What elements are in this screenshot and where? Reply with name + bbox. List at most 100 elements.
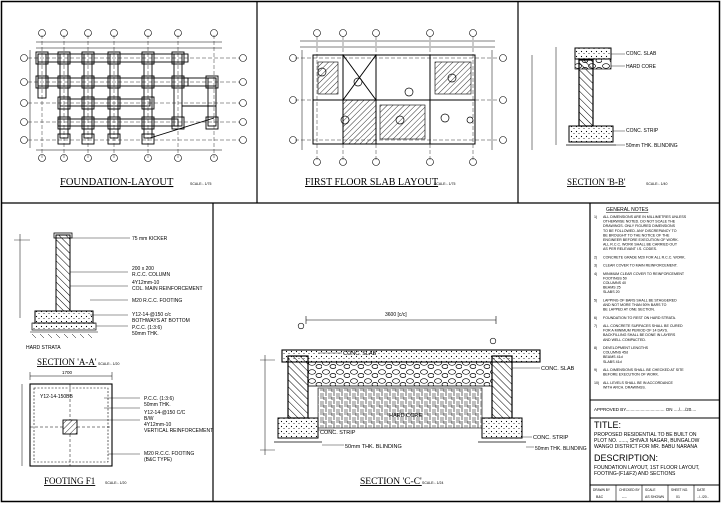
note-number: 2) — [594, 255, 597, 259]
description-line-2: FOOTING-(F1&F2) AND SECTIONS — [594, 471, 676, 477]
grid-lines — [28, 35, 240, 158]
section-aa-drawing — [14, 232, 130, 339]
aa-footing-label: M20 R.C.C. FOOTING — [132, 298, 182, 304]
aa-pcc-label: P.C.C. (1:3:6) — [132, 325, 162, 331]
date-label: DATE — [697, 488, 705, 492]
slab-outline — [312, 54, 476, 145]
footing-pads — [35, 51, 219, 145]
cc-blinding-label: 50mm THK. BLINDING — [345, 444, 402, 450]
f1-bothways-label: B/W — [144, 416, 154, 422]
note-line: OTHERWISE NOTED. DO NOT SCALE THE — [603, 220, 676, 224]
f1-width-dim: 1700 — [62, 370, 73, 375]
aa-hard-strata-label: HARD STRATA — [26, 345, 61, 351]
title-line-1: PROPOSED RESIDENTIAL TO BE BUILT ON — [594, 432, 697, 438]
note-line: ALL DIMENSIONS ARE IN MILLIMETRES UNLESS — [603, 215, 687, 219]
aa-kicker-label: 75 mm KICKER — [132, 236, 168, 242]
note-line: TO BE FOLLOWED. ANY DISCREPANCY TO — [603, 229, 677, 233]
f1-vertical-label: VERTICAL REINFORCEMENT — [144, 428, 213, 434]
scale-value: AS SHOWN — [645, 495, 665, 499]
cc-hard-core-label: HARD CORE — [389, 413, 422, 419]
date-value: ../../20.. — [697, 495, 709, 499]
note-line: AS PER RELEVANT I.S. CODES. — [603, 247, 657, 251]
notes-heading: GENERAL NOTES — [606, 207, 649, 213]
bb-blinding-label: 50mm THK. BLINDING — [626, 143, 678, 149]
f1-type-label: (B&C TYPE) — [144, 457, 172, 463]
drawn-by-value: B&C — [596, 495, 604, 499]
cc-conc-strip-label: CONC. STRIP — [320, 430, 356, 436]
aa-pcc-thk-label: 50mm THK. — [132, 331, 159, 337]
section-cc-scale: SCALE:- 1/24 — [422, 481, 443, 485]
note-line: BEFORE EXECUTION OF WORK. — [603, 373, 659, 377]
sheet-no-label: SHEET NO. — [671, 488, 688, 492]
note-number: 5) — [594, 298, 597, 302]
slab-layout-title: FIRST FLOOR SLAB LAYOUT — [305, 177, 438, 188]
note-line: BEAMS 41d — [603, 355, 623, 359]
note-number: 1) — [594, 215, 597, 219]
general-notes-list: 1) ALL DIMENSIONS ARE IN MILLIMETRES UNLE… — [594, 215, 687, 389]
grid-bubbles — [20, 29, 247, 162]
note-number: 6) — [594, 316, 597, 320]
f1-bars-label: Y12-14-@150 C/C — [144, 410, 186, 416]
description-heading: DESCRIPTION: — [594, 453, 658, 463]
note-line: CONCRETE GRADE M20 FOR ALL R.C.C. WORK. — [603, 255, 686, 259]
footing-f1-scale: SCALE:- 1/20 — [105, 481, 126, 485]
cc-span-dim: 3600 [c/c] — [385, 312, 407, 318]
cc-conc-slab-label: CONC. SLAB — [343, 351, 377, 357]
note-number: 4) — [594, 272, 597, 276]
section-bb-scale: SCALE:- 1/40 — [646, 182, 667, 186]
f1-col-bars-label: 4Y12mm-10 — [144, 422, 171, 428]
note-number: 10) — [594, 381, 599, 385]
drawn-by-label: DRAWN BY — [593, 488, 611, 492]
aa-column-bars: 4Y12mm-10 — [132, 280, 159, 286]
f1-footing-label: M20 R.C.C. FOOTING — [144, 451, 194, 457]
aa-bars-label: Y12-14-@150 c/c — [132, 312, 171, 318]
aa-column-label: R.C.C. COLUMN — [132, 272, 170, 278]
note-line: WITH ARCH. DRAWINGS. — [603, 385, 646, 389]
note-number: 8) — [594, 346, 597, 350]
aa-column-reinf: COL. MAIN REINFORCEMENT — [132, 286, 203, 292]
note-line: CLEAR COVER TO MAIN REINFORCEMENT. — [603, 264, 678, 268]
note-line: ALL LEVELS SHALL BE IN ACCORDANCE — [603, 381, 673, 385]
checked-by-label: CHECKED BY — [619, 488, 641, 492]
note-line: AND WELL COMPACTED. — [603, 338, 646, 342]
slab-rebar-symbols — [317, 67, 474, 125]
note-line: LAPPING OF BARS SHALL BE STAGGERED — [603, 298, 677, 302]
cc-conc-slab-right-label: CONC. SLAB — [541, 366, 575, 372]
bb-conc-strip-label: CONC. STRIP — [626, 128, 659, 134]
note-line: ALL CONCRETE SURFACES SHALL BE CURED — [603, 324, 683, 328]
foundation-layout-title: FOUNDATION-LAYOUT — [60, 177, 174, 188]
section-bb-drawing — [531, 47, 625, 150]
note-line: BACKFILLING SHALL BE DONE IN LAYERS — [603, 333, 676, 337]
description-line-1: FOUNDATION LAYOUT, 1ST FLOOR LAYOUT, — [594, 465, 699, 471]
note-line: FOOTINGS 50 — [603, 276, 627, 280]
f1-pcc-label: P.C.C. (1:3:6) — [144, 396, 174, 402]
note-line: FOR A MINIMUM PERIOD OF 14 DAYS. — [603, 329, 668, 333]
scale-label: SCALE — [645, 488, 655, 492]
footing-f1-plan — [21, 372, 140, 467]
aa-column-size: 200 x 200 — [132, 266, 154, 272]
cc-blinding-right-label: 50mm THK. BLINDING — [535, 446, 587, 452]
note-number: 9) — [594, 368, 597, 372]
note-line: FOUNDATION TO REST ON HARD STRATA. — [603, 316, 676, 320]
dimension-strings — [300, 40, 495, 150]
section-aa-scale: SCALE:- 1/20 — [98, 362, 119, 366]
note-line: COLUMNS 45d — [603, 351, 628, 355]
note-number: 3) — [594, 264, 597, 268]
bb-hard-core-label: HARD CORE — [626, 64, 657, 70]
first-floor-slab-plan — [289, 29, 507, 166]
f1-pcc-thk-label: 50mm THK. — [144, 402, 171, 408]
title-heading: TITLE: — [594, 420, 621, 430]
checked-by-value: ---- — [622, 495, 627, 499]
note-line: DEVELOPMENT LENGTHS — [603, 346, 649, 350]
slab-layout-scale: SCALE:- 1/75 — [434, 182, 455, 186]
section-cc-title: SECTION 'C-C' — [360, 477, 422, 487]
note-line: SLABS 41d — [603, 360, 622, 364]
approved-by-line: APPROVED BY.............................… — [594, 407, 696, 412]
sheet-no-value: 01 — [676, 495, 680, 499]
note-line: ALL R.C.C. WORK SHALL BE CARRIED OUT — [603, 243, 678, 247]
title-line-3: WANGO DISTRICT FOR MR. BABU NARANA — [594, 444, 698, 450]
bb-conc-slab-label: CONC. SLAB — [626, 51, 657, 57]
note-line: DRAWINGS. ONLY FIGURED DIMENSIONS — [603, 224, 676, 228]
cc-conc-strip-right-label: CONC. STRIP — [533, 435, 569, 441]
